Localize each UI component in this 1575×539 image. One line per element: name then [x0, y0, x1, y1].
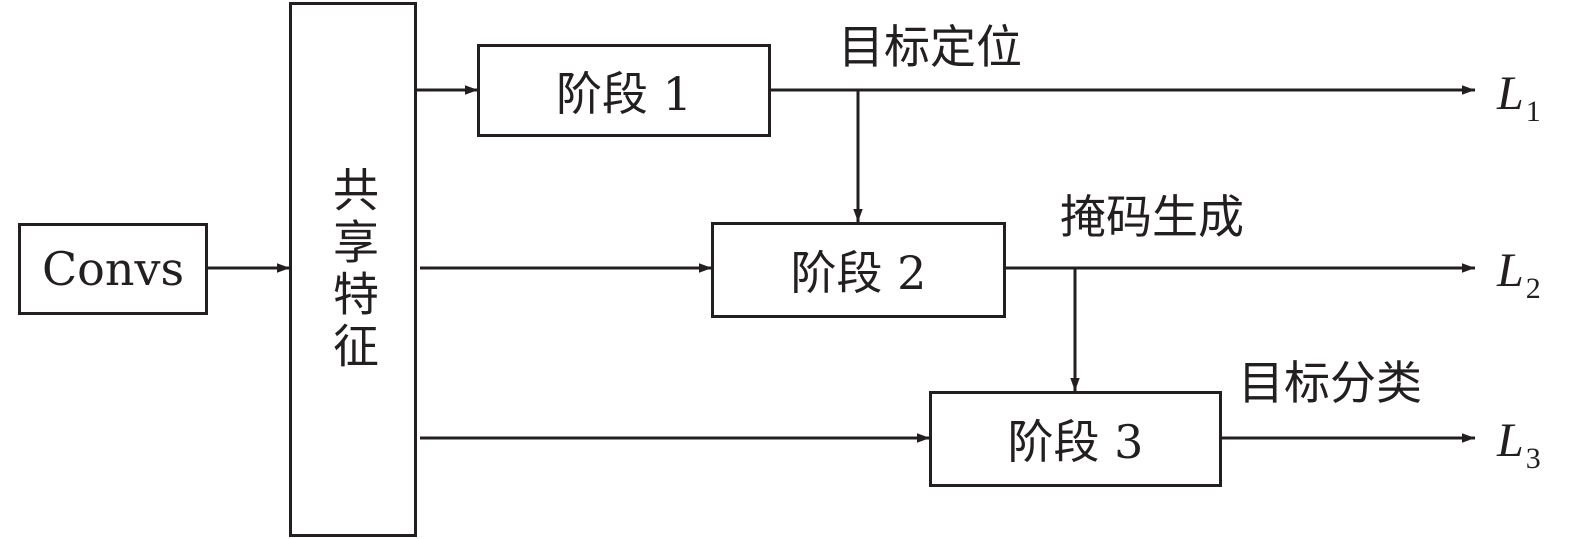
output-l2-index: 2: [1525, 272, 1541, 305]
mask-branch-label: 掩码生成: [1060, 190, 1244, 244]
output-l2-symbol: L: [1497, 244, 1524, 297]
shared-features-node: 共享特征: [289, 2, 417, 537]
classification-branch-label: 目标分类: [1238, 356, 1422, 410]
output-l1: L1: [1497, 70, 1541, 127]
output-l3-index: 3: [1525, 442, 1541, 475]
localization-branch-label: 目标定位: [838, 20, 1022, 74]
stage1-node: 阶段 1: [477, 44, 771, 137]
output-l2: L2: [1497, 247, 1541, 304]
output-l1-index: 1: [1525, 95, 1541, 128]
stage3-label: 阶段 3: [1007, 415, 1144, 469]
output-l1-symbol: L: [1497, 67, 1524, 120]
stage2-node: 阶段 2: [711, 222, 1006, 318]
output-l3-symbol: L: [1497, 414, 1524, 467]
output-l3: L3: [1497, 417, 1541, 474]
shared-features-label: 共享特征: [326, 165, 380, 374]
stage2-label: 阶段 2: [790, 246, 927, 300]
stage1-label: 阶段 1: [556, 66, 692, 121]
convs-label: Convs: [41, 242, 185, 296]
convs-node: Convs: [18, 223, 208, 315]
stage3-node: 阶段 3: [929, 391, 1222, 487]
